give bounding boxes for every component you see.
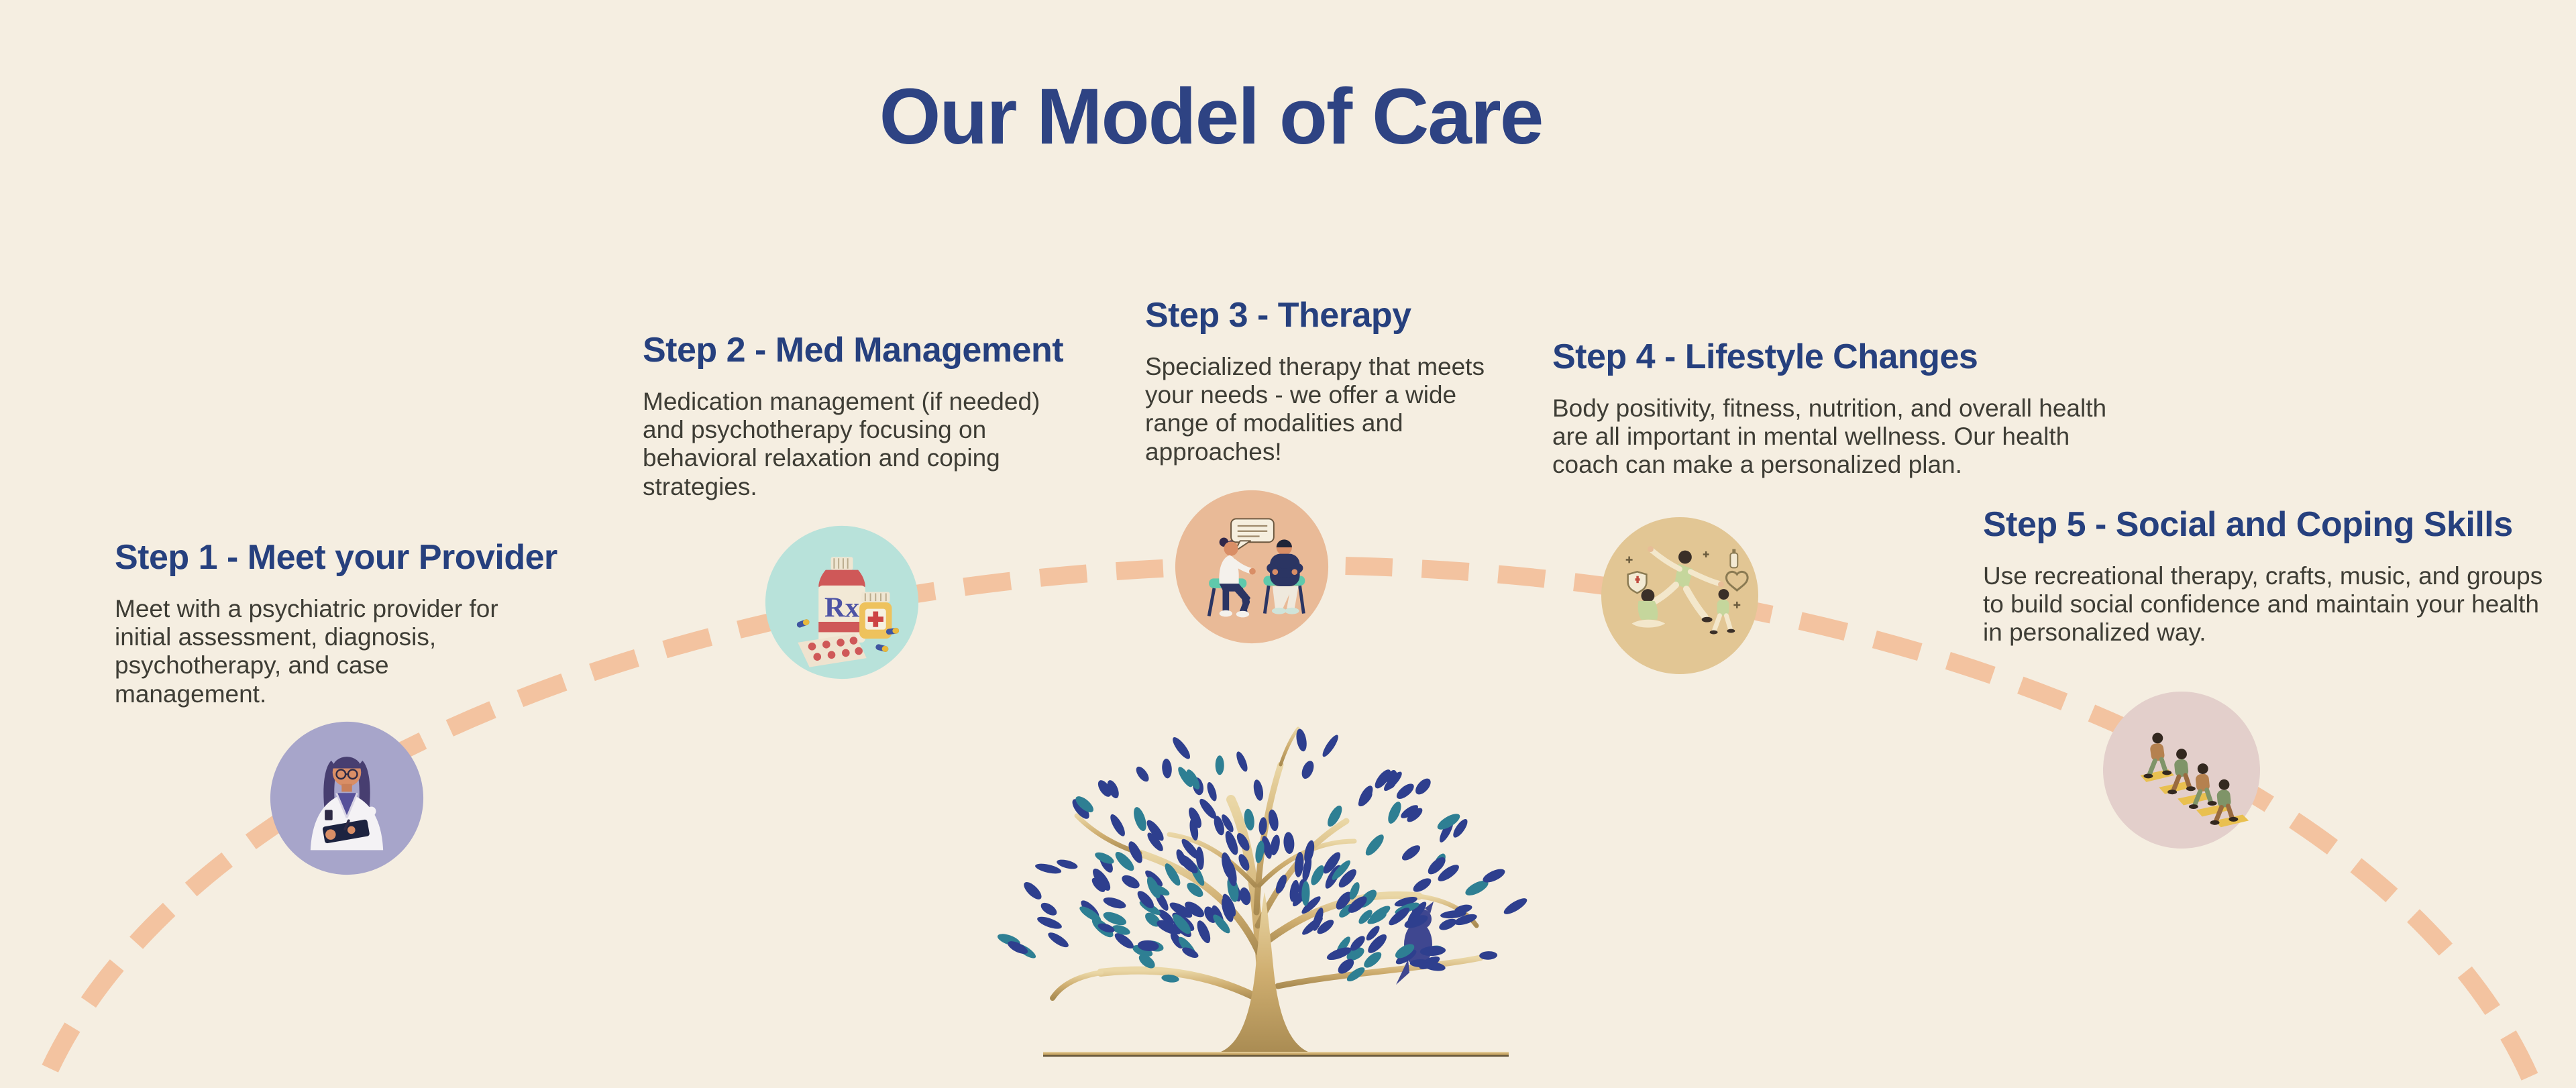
step-2-description: Medication management (if needed) and ps… xyxy=(643,388,1040,500)
step-1-heading: Step 1 - Meet your Provider xyxy=(115,538,557,577)
step-2-block: Step 2 - Med Management Medication manag… xyxy=(643,330,1082,501)
step-1-description: Meet with a psychiatric provider for ini… xyxy=(115,595,498,708)
step-3-description: Specialized therapy that meets your need… xyxy=(1145,353,1485,466)
doctor-with-clipboard-icon xyxy=(270,721,424,875)
tree-of-life-with-owl-logo xyxy=(997,726,1527,1057)
step-3-heading: Step 3 - Therapy xyxy=(1145,296,1411,335)
medication-bottles-icon: Rx xyxy=(765,525,919,679)
step-5-description: Use recreational therapy, crafts, music,… xyxy=(1983,562,2543,647)
tree-leaves xyxy=(997,728,1527,983)
step-1-block: Step 1 - Meet your Provider Meet with a … xyxy=(115,537,557,708)
step-5-block: Step 5 - Social and Coping Skills Use re… xyxy=(1983,504,2550,647)
svg-text:Rx: Rx xyxy=(824,592,860,623)
step-4-icon-circle xyxy=(1601,516,1759,675)
step-5-heading: Step 5 - Social and Coping Skills xyxy=(1983,505,2513,544)
therapy-session-icon xyxy=(1175,490,1329,644)
tree-ground-line xyxy=(1043,1052,1509,1055)
step-3-icon-circle xyxy=(1175,490,1329,644)
step-4-heading: Step 4 - Lifestyle Changes xyxy=(1552,337,1978,376)
exercise-figures-icon xyxy=(1601,516,1759,675)
people-climbing-stairs-icon xyxy=(2102,691,2261,849)
step-4-description: Body positivity, fitness, nutrition, and… xyxy=(1552,394,2107,479)
tree-trunk xyxy=(1211,892,1318,1054)
step-4-block: Step 4 - Lifestyle Changes Body positivi… xyxy=(1552,337,2143,480)
step-2-heading: Step 2 - Med Management xyxy=(643,331,1064,370)
page-title: Our Model of Care xyxy=(879,72,1544,161)
step-3-block: Step 3 - Therapy Specialized therapy tha… xyxy=(1145,295,1497,466)
